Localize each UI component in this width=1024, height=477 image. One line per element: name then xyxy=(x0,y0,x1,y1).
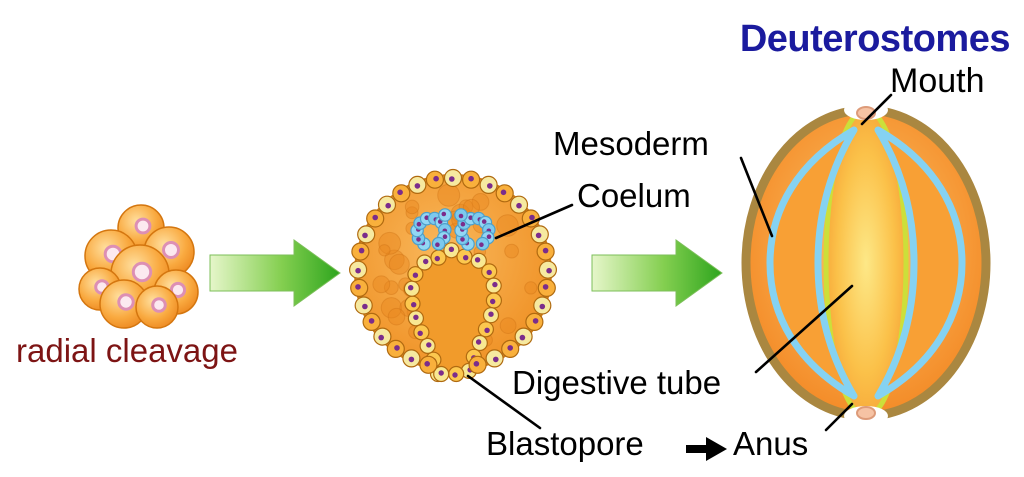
progression-arrows xyxy=(209,239,723,307)
mesoderm-label: Mesoderm xyxy=(553,125,709,162)
mouth-pointer-line xyxy=(860,93,893,126)
anus-label: Anus xyxy=(733,425,809,462)
blastopore-label: Blastopore xyxy=(486,425,644,462)
coelum-label: Coelum xyxy=(577,177,691,214)
mouth-label: Mouth xyxy=(890,62,985,100)
gastrula-illustration xyxy=(349,168,558,383)
deuterostome-illustration xyxy=(741,100,991,426)
green-right-arrow-icon xyxy=(591,239,723,307)
black-right-arrow-icon xyxy=(686,437,727,461)
green-right-arrow-icon xyxy=(209,239,341,307)
mesoderm-pointer-line xyxy=(739,156,774,238)
blastopore-pointer-line xyxy=(466,374,542,430)
digestive-tube-pointer-line xyxy=(754,284,854,374)
diagram-title: Deuterostomes xyxy=(739,18,1011,60)
radial-cleavage-label: radial cleavage xyxy=(16,332,238,369)
coelum-pointer-line xyxy=(494,203,574,240)
anus-pointer-line xyxy=(824,402,854,432)
morula-illustration xyxy=(78,204,199,329)
digestive-tube-label: Digestive tube xyxy=(512,364,722,401)
pointer-lines xyxy=(466,93,893,461)
